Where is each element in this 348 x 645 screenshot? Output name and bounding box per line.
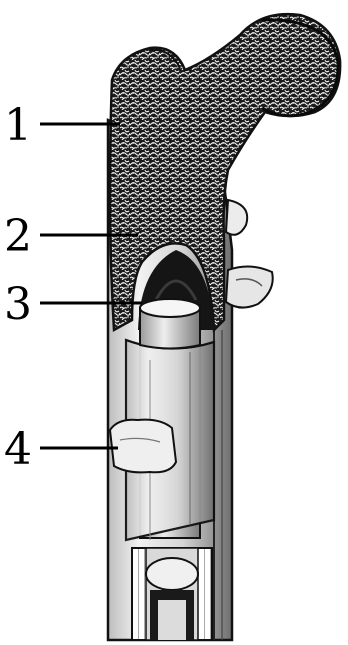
label-1: 1 bbox=[4, 100, 32, 151]
lower-cross-section bbox=[132, 548, 212, 640]
marrow-top-cap bbox=[140, 299, 200, 317]
label-4: 4 bbox=[4, 424, 32, 475]
label-2: 2 bbox=[4, 211, 32, 262]
periosteum-flap bbox=[110, 420, 176, 473]
label-3: 3 bbox=[4, 279, 32, 330]
